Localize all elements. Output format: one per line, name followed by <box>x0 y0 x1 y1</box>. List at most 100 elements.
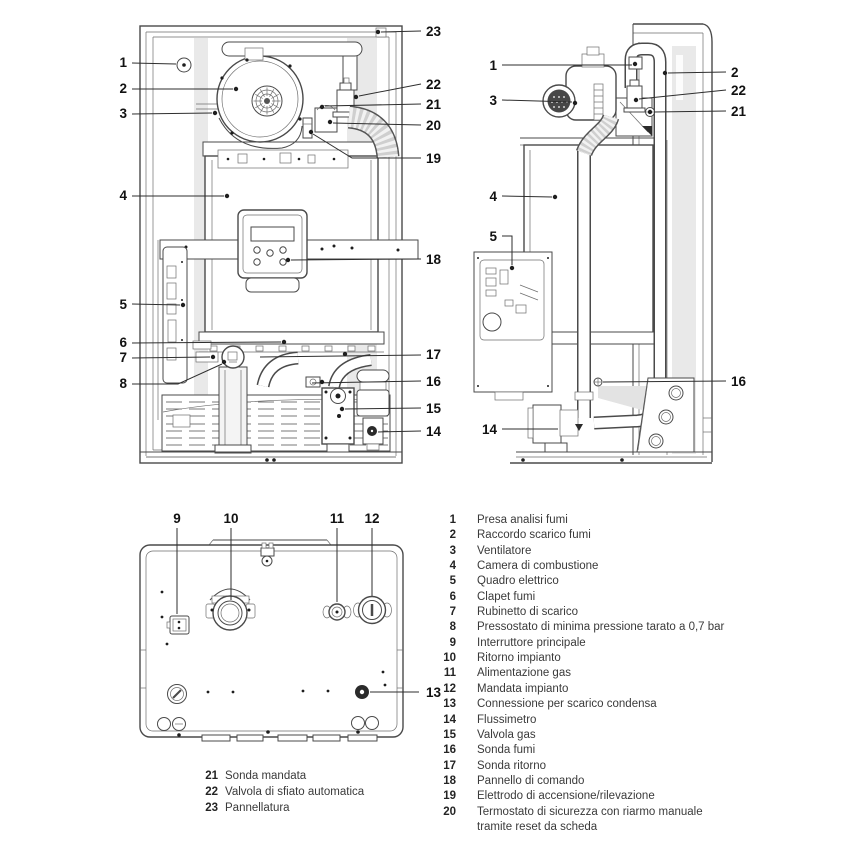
callout-front-6: 6 <box>119 335 127 350</box>
callout-front-22: 22 <box>426 77 441 92</box>
flow-meter <box>362 417 384 451</box>
legend-number: 7 <box>449 606 456 618</box>
callout-side-3: 3 <box>489 93 497 108</box>
legend-item-15: 15 Valvola gas <box>440 728 536 743</box>
legend-label: Connessione per scarico condensa <box>477 698 657 710</box>
callout-front-17: 17 <box>426 347 441 362</box>
legend-number: 8 <box>449 621 456 633</box>
callout-side-16: 16 <box>731 374 747 389</box>
legend-number: 14 <box>443 714 456 726</box>
flue-exhaust-hose <box>347 105 400 159</box>
legend-item-10: 10 Ritorno impianto <box>440 651 561 666</box>
legend-label: Pannellatura <box>225 802 290 814</box>
fan-grille <box>251 85 283 117</box>
callout-front-16: 16 <box>426 374 442 389</box>
callout-bottom-10: 10 <box>223 511 238 526</box>
side-base <box>510 451 712 464</box>
legend-label: Pannello di comando <box>477 775 585 787</box>
legend-label: Sonda fumi <box>477 744 536 756</box>
callout-front-5: 5 <box>119 297 127 312</box>
legend-label: Valvola gas <box>477 729 536 741</box>
control-panel <box>237 209 308 293</box>
side-air-vent-valve <box>623 79 646 113</box>
legend-number: 22 <box>205 786 218 798</box>
legend-label: Presa analisi fumi <box>477 514 568 526</box>
legend-number: 19 <box>443 790 456 802</box>
legend-item-8: 8 Pressostato di minima pressione tarato … <box>440 620 725 635</box>
callout-front-2: 2 <box>119 81 127 96</box>
side-flow-meter <box>527 404 583 453</box>
legend-label: Clapet fumi <box>477 591 536 603</box>
callout-side-5: 5 <box>489 229 497 244</box>
side-flue-hose <box>575 113 620 157</box>
callout-side-22: 22 <box>731 83 746 98</box>
condensate-drain-connection <box>355 685 369 699</box>
siphon <box>214 345 252 454</box>
callout-side-2: 2 <box>731 65 739 80</box>
bottom-view-callout-numbers: 9 10 11 12 13 <box>173 511 441 700</box>
front-base <box>140 451 402 462</box>
legend-number: 21 <box>205 770 218 782</box>
callout-front-8: 8 <box>119 376 127 391</box>
bottom-view-leader-lines <box>176 528 419 693</box>
legend-item-2: 2 Raccordo scarico fumi <box>440 528 591 543</box>
legend-item-20: 20 Termostato di sicurezza con riarmo man… <box>440 805 703 835</box>
callout-bottom-9: 9 <box>173 511 181 526</box>
side-view-callout-numbers: 1 3 4 5 14 2 22 21 16 <box>482 58 747 437</box>
legend-label-line2: tramite reset da scheda <box>477 821 598 833</box>
flow-connection <box>353 595 392 625</box>
legend-number: 20 <box>443 806 456 818</box>
legend-label: Quadro elettrico <box>477 575 559 587</box>
legend-label: Mandata impianto <box>477 683 569 695</box>
callout-side-4: 4 <box>489 189 497 204</box>
side-fan-motor <box>542 46 617 121</box>
callout-bottom-11: 11 <box>330 511 345 526</box>
legend-label: Sonda ritorno <box>477 760 547 772</box>
legend-number: 17 <box>443 760 456 772</box>
return-elbow-pipe <box>256 351 299 388</box>
bottom-screw-holes <box>157 590 387 737</box>
flue-sensor-fitting <box>305 376 321 388</box>
drain-knob <box>167 684 187 704</box>
callout-front-3: 3 <box>119 106 127 121</box>
front-view-callout-numbers: 1 2 3 4 5 6 7 8 23 22 21 20 19 18 17 16 … <box>119 24 441 439</box>
control-panel-display <box>250 226 295 242</box>
legend-number: 2 <box>449 529 456 541</box>
callout-side-21: 21 <box>731 104 747 119</box>
ignition-electrode <box>302 117 313 139</box>
legend-label: Raccordo scarico fumi <box>477 529 591 541</box>
callout-front-20: 20 <box>426 118 441 133</box>
legend-label: Ritorno impianto <box>477 652 561 664</box>
legend-label: Elettrodo di accensione/rilevazione <box>477 790 655 802</box>
legend-number: 4 <box>449 560 456 572</box>
bottom-view-diagram <box>139 539 404 742</box>
fan-assembly <box>216 47 304 149</box>
legend-number: 10 <box>443 652 456 664</box>
flue-analysis-port <box>176 57 192 73</box>
legend-label: Pressostato di minima pressione tarato a… <box>477 621 725 633</box>
legend-number: 16 <box>443 744 456 756</box>
legend-label: Termostato di sicurezza con riarmo manua… <box>477 806 703 818</box>
legend-label: Sonda mandata <box>225 770 307 782</box>
condensate-tray <box>161 394 391 452</box>
legend-label: Camera di combustione <box>477 560 599 572</box>
legend-label: Ventilatore <box>477 545 532 557</box>
side-electrical-panel <box>473 251 553 401</box>
legend-label: Interruttore principale <box>477 637 586 649</box>
callout-bottom-12: 12 <box>364 511 379 526</box>
flue-collar <box>314 104 338 133</box>
legend-number: 15 <box>443 729 456 741</box>
intake-duct <box>356 369 390 417</box>
pressure-switch <box>221 345 245 369</box>
